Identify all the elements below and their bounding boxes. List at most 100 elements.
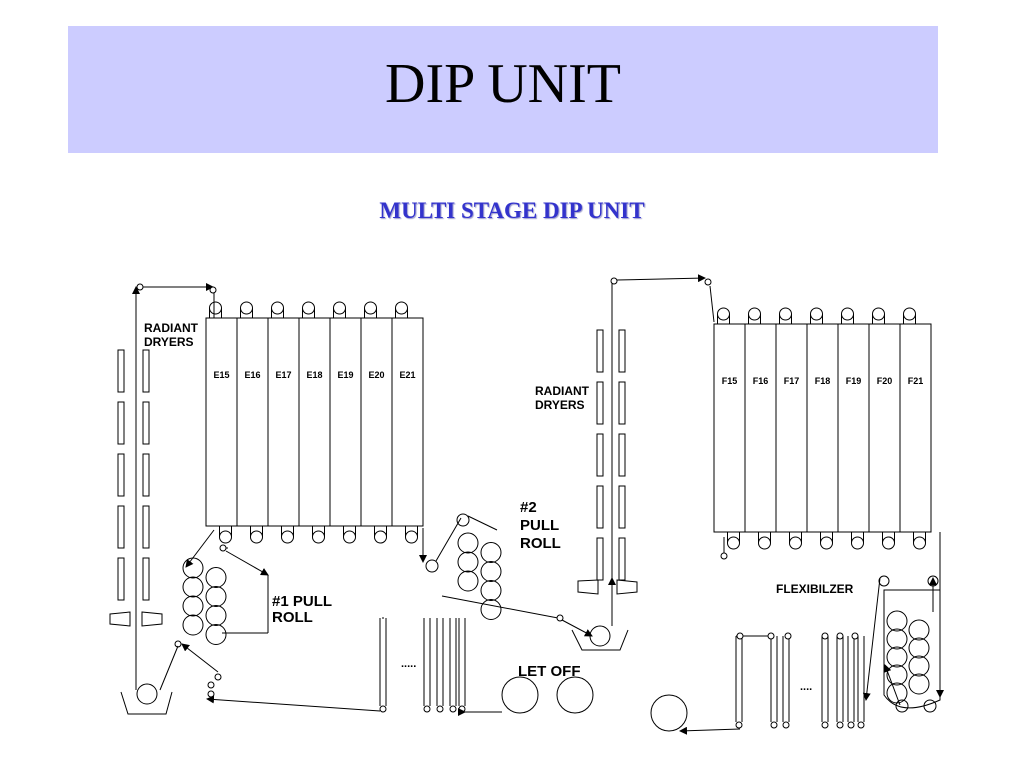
dryer-panel (142, 401, 150, 445)
right-pull-roll-label: #2 PULL ROLL (520, 499, 561, 552)
festoon-roll (821, 721, 829, 729)
zone-top-roll (240, 301, 253, 315)
zone-top-roll (717, 307, 730, 321)
pull-roll-cylinder (480, 580, 502, 601)
pull-roll-cylinder (908, 655, 930, 677)
zone-label: F16 (753, 376, 769, 386)
dryer-panel (596, 381, 604, 425)
left-pull-roll-label-line2: ROLL (272, 609, 313, 626)
dryer-panel (618, 329, 626, 373)
festoon-roll (770, 721, 778, 729)
dryer-panel (117, 557, 125, 601)
dryer-panel (618, 433, 626, 477)
left-let-off-roll-1 (501, 676, 539, 714)
pull-roll-cylinder (457, 551, 479, 573)
festoon-roll (857, 721, 865, 729)
flexibilizer-label: FLEXIBILZER (776, 582, 854, 596)
left-let-off-roll-2 (556, 676, 594, 714)
pull-roll-cylinder (886, 628, 908, 650)
zone-box (391, 317, 424, 527)
zone-label: F21 (908, 376, 924, 386)
right-pull-roll-label-line2: PULL (520, 517, 559, 534)
zone-top-roll (903, 307, 916, 321)
pull-roll-cylinder (457, 570, 479, 592)
zone-label: E16 (244, 370, 260, 380)
zone-label: E17 (275, 370, 291, 380)
dryer-panel (142, 453, 150, 497)
pull-roll-cylinder (205, 605, 227, 626)
dryer-panel (117, 505, 125, 549)
pull-roll-cylinder (182, 614, 204, 636)
left-pull-roll (182, 557, 227, 645)
festoon-roll (836, 632, 844, 640)
zone-top-roll (872, 307, 885, 321)
pull-roll-cylinder (908, 637, 930, 659)
zone-top-roll (364, 301, 377, 315)
dryer-panel (618, 537, 626, 581)
zone-top-roll (271, 301, 284, 315)
right-radiant-dryer-panels (596, 329, 626, 581)
dryer-panel (142, 349, 150, 393)
zone-label: F18 (815, 376, 831, 386)
right-dip-tank (571, 629, 629, 651)
let-off-label: LET OFF (518, 663, 581, 680)
festoon-roll (736, 632, 744, 640)
zone-box (806, 323, 839, 533)
zone-bottom-roll (281, 530, 294, 544)
right-pull-roll (457, 532, 502, 620)
festoon-roll (735, 721, 743, 729)
right-festoon-ellipsis: .... (800, 681, 812, 693)
zone-box (868, 323, 901, 533)
left-radiant-label-line2: DRYERS (144, 335, 194, 349)
festoon-roll (449, 705, 457, 713)
zone-box (744, 323, 777, 533)
right-radiant-dryers-label: RADIANT DRYERS (535, 384, 590, 412)
dryer-panel (142, 557, 150, 601)
dryer-panel (117, 453, 125, 497)
pull-roll-cylinder (205, 567, 227, 588)
zone-bottom-roll (727, 536, 740, 550)
festoon-roll (767, 632, 775, 640)
festoon-roll (782, 721, 790, 729)
zone-box (899, 323, 932, 533)
zone-box (775, 323, 808, 533)
left-radiant-dryers-label: RADIANT DRYERS (144, 321, 199, 349)
zone-label: F19 (846, 376, 862, 386)
festoon-roll (784, 632, 792, 640)
pull-roll-cylinder (480, 561, 502, 582)
flexibilizer-bottom-roll (895, 699, 909, 713)
zone-bottom-roll (374, 530, 387, 544)
dryer-panel (117, 349, 125, 393)
left-pull-roll-label-line1: #1 PULL (272, 593, 332, 610)
slide-subtitle: MULTI STAGE DIP UNIT (379, 198, 645, 223)
zone-bottom-roll (343, 530, 356, 544)
zone-top-roll (209, 301, 222, 315)
zone-box (267, 317, 300, 527)
pull-roll-cylinder (886, 646, 908, 668)
zone-top-roll (395, 301, 408, 315)
pull-roll-cylinder (480, 599, 502, 620)
pull-roll-cylinder (886, 664, 908, 686)
zone-box (837, 323, 870, 533)
pull-roll-cylinder (182, 557, 204, 579)
dryer-panel (618, 381, 626, 425)
zone-top-roll (810, 307, 823, 321)
zone-label: E15 (213, 370, 229, 380)
right-radiant-label-line2: DRYERS (535, 398, 585, 412)
dryer-panel (596, 537, 604, 581)
pull-roll-cylinder (908, 619, 930, 641)
festoon-roll (423, 705, 431, 713)
zone-label: F20 (877, 376, 893, 386)
zone-box (298, 317, 331, 527)
festoon-roll (821, 632, 829, 640)
left-radiant-dryer-panels (117, 349, 150, 601)
zone-top-roll (333, 301, 346, 315)
zone-label: E20 (368, 370, 384, 380)
zone-label: E18 (306, 370, 322, 380)
left-festoon (379, 617, 466, 713)
zone-top-roll (302, 301, 315, 315)
